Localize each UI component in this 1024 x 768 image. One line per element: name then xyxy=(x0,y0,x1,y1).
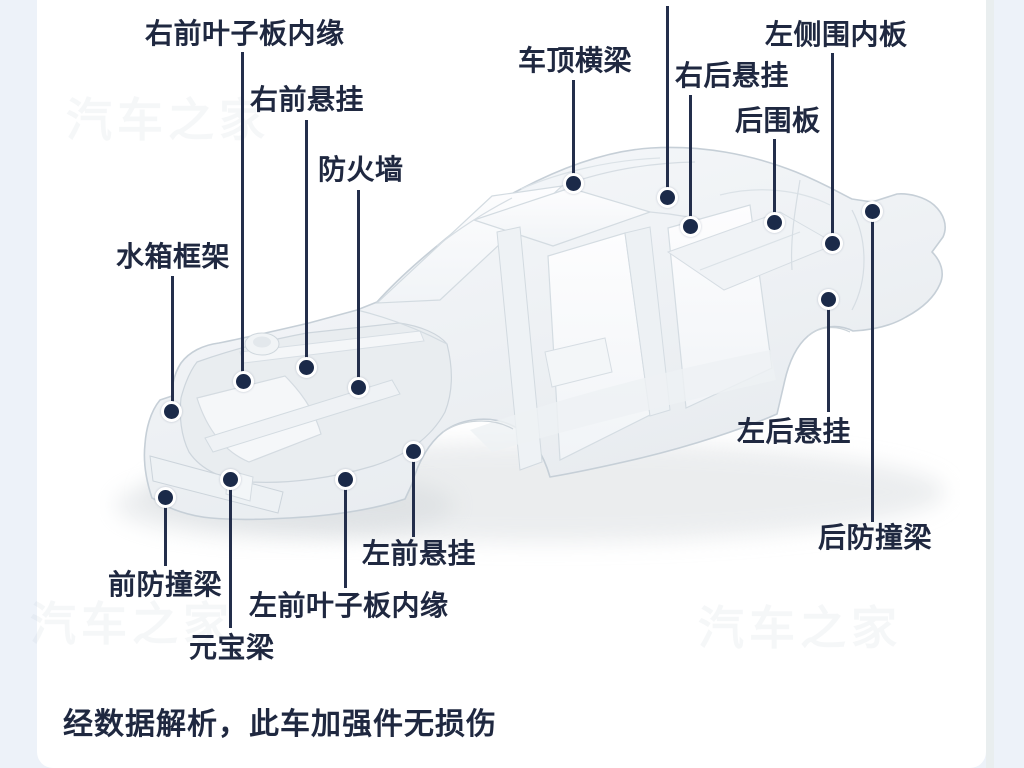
frame-rail xyxy=(204,379,401,453)
front-arch-line xyxy=(442,420,514,433)
callout-line xyxy=(871,212,874,522)
watermark: 汽车之家 xyxy=(30,598,234,650)
callout-line xyxy=(689,95,692,227)
callout-line xyxy=(241,52,244,382)
callout-line xyxy=(827,300,830,412)
callout-dot-rear-bumper-beam xyxy=(862,201,883,222)
hinge-pillar xyxy=(496,226,543,471)
callout-label-front-bumper-beam: 前防撞梁 xyxy=(108,569,223,600)
seat-crossmember xyxy=(544,337,613,388)
callout-label-cradle-beam: 元宝梁 xyxy=(189,632,275,663)
cowl-line xyxy=(356,309,448,345)
callout-dot-firewall xyxy=(348,377,369,398)
callout-dot-front-bumper-beam xyxy=(155,487,176,508)
callout-dot-right-rear-suspension xyxy=(680,216,701,237)
callout-label-right-front-fender-inner-edge: 右前叶子板内缘 xyxy=(145,18,345,49)
callout-dot-cradle-beam xyxy=(220,469,241,490)
callout-label-firewall: 防火墙 xyxy=(318,154,404,185)
callout-label-roof-crossbeam: 车顶横梁 xyxy=(518,45,633,76)
far-roof-rail xyxy=(520,157,661,190)
callout-dot-right-front-suspension xyxy=(296,357,317,378)
callout-line xyxy=(164,498,167,566)
callout-label-left-front-suspension: 左前悬挂 xyxy=(362,538,477,569)
callout-dot-left-side-inner-panel xyxy=(822,233,843,254)
callout-dot-roof-crossbeam xyxy=(563,173,584,194)
quarter-crease xyxy=(851,209,865,311)
callout-line-cropped-top xyxy=(666,6,669,198)
callout-line xyxy=(229,480,232,628)
floor-pan xyxy=(470,350,776,452)
rear-shelf-line xyxy=(699,231,801,271)
callout-line xyxy=(831,53,834,244)
callout-dot-left-front-suspension xyxy=(403,441,424,462)
analysis-conclusion: 经数据解析，此车加强件无损伤 xyxy=(63,708,497,741)
callout-line xyxy=(412,452,415,537)
b-pillar xyxy=(624,226,671,417)
watermark: 汽车之家 xyxy=(698,602,902,654)
callout-dot-cropped-top xyxy=(657,187,678,208)
backlight-line xyxy=(719,189,831,206)
callout-line xyxy=(572,80,575,184)
callout-dot-left-front-fender-inner-edge xyxy=(335,469,356,490)
a-pillar-line xyxy=(436,197,513,247)
callout-dot-radiator-frame xyxy=(161,401,182,422)
callout-line xyxy=(773,139,776,223)
callout-label-rear-panel: 后围板 xyxy=(735,105,821,136)
callout-dot-rear-panel xyxy=(764,212,785,233)
callout-line xyxy=(305,120,308,368)
callout-label-radiator-frame: 水箱框架 xyxy=(116,241,231,272)
callout-label-rear-bumper-beam: 后防撞梁 xyxy=(818,522,933,553)
watermark: 汽车之家 xyxy=(66,94,270,146)
callout-label-left-front-fender-inner-edge: 左前叶子板内缘 xyxy=(249,590,449,621)
callout-dot-left-rear-suspension xyxy=(818,289,839,310)
callout-label-left-side-inner-panel: 左侧围内板 xyxy=(765,19,908,50)
strut-tower-cap xyxy=(253,336,271,348)
callout-label-right-rear-suspension: 右后悬挂 xyxy=(675,60,790,91)
callout-line xyxy=(357,190,360,388)
callout-label-right-front-suspension: 右前悬挂 xyxy=(250,84,365,115)
c-pillar-line xyxy=(790,179,801,271)
callout-line xyxy=(171,276,174,412)
callout-dot-right-front-fender-inner-edge xyxy=(233,371,254,392)
callout-label-left-rear-suspension: 左后悬挂 xyxy=(737,416,852,447)
callout-line xyxy=(344,480,347,588)
scrollbar[interactable] xyxy=(986,0,994,768)
